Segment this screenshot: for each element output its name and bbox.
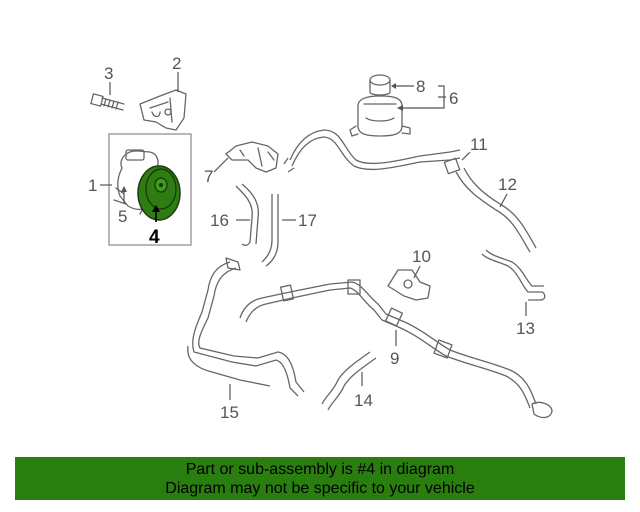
callout-6: 6 [449, 89, 458, 108]
arrow-8 [391, 83, 396, 89]
bolt-head [90, 93, 104, 107]
pulley-hub-bolt [159, 183, 163, 187]
bracket-detail [149, 97, 173, 123]
footer-banner: Part or sub-assembly is #4 in diagram Di… [15, 457, 625, 500]
hose-part-16[interactable] [235, 183, 260, 246]
cooler-15c [187, 345, 271, 387]
reservoir-part-6[interactable] [349, 74, 446, 137]
bolt-shank [100, 97, 125, 111]
callout-17: 17 [298, 211, 317, 230]
fitting-b [347, 279, 361, 295]
callout-16: 16 [210, 211, 229, 230]
callout-3: 3 [104, 64, 113, 83]
callout-15: 15 [220, 403, 239, 422]
leader-12 [499, 193, 508, 208]
callout-2: 2 [172, 54, 181, 73]
hose-part-12[interactable] [455, 167, 537, 253]
cooler-15-end [225, 257, 241, 271]
reservoir-cap-part-8 [369, 74, 391, 86]
return-hose-part-11[interactable] [283, 129, 471, 175]
bracket-hole [164, 108, 172, 116]
hose-16a [235, 185, 253, 246]
callout-12: 12 [498, 175, 517, 194]
leader-6 [438, 85, 446, 109]
leader-7 [213, 157, 229, 173]
pressure-line-lower-b [381, 319, 531, 409]
arrow-6 [397, 105, 403, 111]
leader-10 [413, 265, 421, 279]
fitting-a [280, 284, 294, 302]
hose-part-14[interactable] [321, 351, 377, 411]
hose-clamp-11 [443, 157, 461, 175]
hose-12b [463, 167, 537, 249]
callout-1: 1 [88, 176, 97, 195]
pressure-line-lower [385, 313, 537, 405]
hose-17b [265, 194, 279, 267]
hose-17a [261, 194, 273, 263]
callout-5: 5 [118, 207, 127, 226]
callout-11: 11 [470, 135, 488, 154]
bracket-part-7[interactable] [213, 141, 279, 173]
fitting-d [433, 339, 453, 359]
reservoir-body [357, 95, 403, 137]
callout-14: 14 [354, 391, 373, 410]
bracket-part-2[interactable] [139, 72, 187, 131]
pipe-13a [481, 253, 546, 301]
fitting-c [384, 307, 404, 327]
pressure-line-upper [239, 281, 387, 319]
callout-10: 10 [412, 247, 431, 266]
fitting-e [531, 401, 553, 419]
return-hose-11a [289, 129, 461, 165]
reservoir-cap-sides [369, 79, 391, 96]
bolt-part-3[interactable] [90, 82, 125, 111]
bracket-part-10[interactable] [387, 265, 431, 301]
footer-line-2: Diagram may not be specific to your vehi… [165, 480, 475, 497]
pipe-13b [485, 249, 544, 287]
hose-16b [241, 183, 260, 245]
reservoir-neck [363, 103, 397, 122]
callout-8: 8 [416, 77, 425, 96]
arrow-5 [121, 186, 127, 192]
callout-7: 7 [204, 167, 213, 186]
cooler-pipe-part-15[interactable] [187, 257, 305, 400]
callout-9: 9 [390, 349, 399, 368]
hose-end-11 [283, 157, 295, 173]
bracket-10-outline [387, 269, 431, 301]
arrow-4 [152, 205, 160, 212]
pressure-line-upper-b [245, 287, 383, 323]
callout-13: 13 [516, 319, 535, 338]
footer-line-1: Part or sub-assembly is #4 in diagram [185, 461, 455, 478]
bracket-outline [139, 89, 187, 131]
pump-assembly-group [100, 133, 192, 246]
hose-12a [455, 171, 531, 253]
return-hose-11b [291, 136, 461, 171]
hose-14a [321, 351, 371, 405]
pulley-part-4[interactable] [137, 165, 181, 221]
leader-11 [461, 151, 471, 161]
pump-reservoir-cap [125, 149, 145, 161]
bracket-7-outline [225, 141, 279, 173]
hose-14b [327, 357, 377, 411]
callout-4: 4 [149, 227, 160, 248]
bracket-10-hole [403, 279, 413, 289]
pulley-rim [145, 168, 177, 210]
bracket-7-detail [239, 147, 275, 167]
reservoir-outlet [349, 125, 411, 137]
hose-part-17[interactable] [261, 194, 296, 267]
cooler-15b [198, 267, 305, 393]
cooler-15a [192, 261, 299, 397]
pressure-hose-part-9[interactable] [239, 279, 553, 419]
pipe-part-13[interactable] [481, 249, 546, 316]
